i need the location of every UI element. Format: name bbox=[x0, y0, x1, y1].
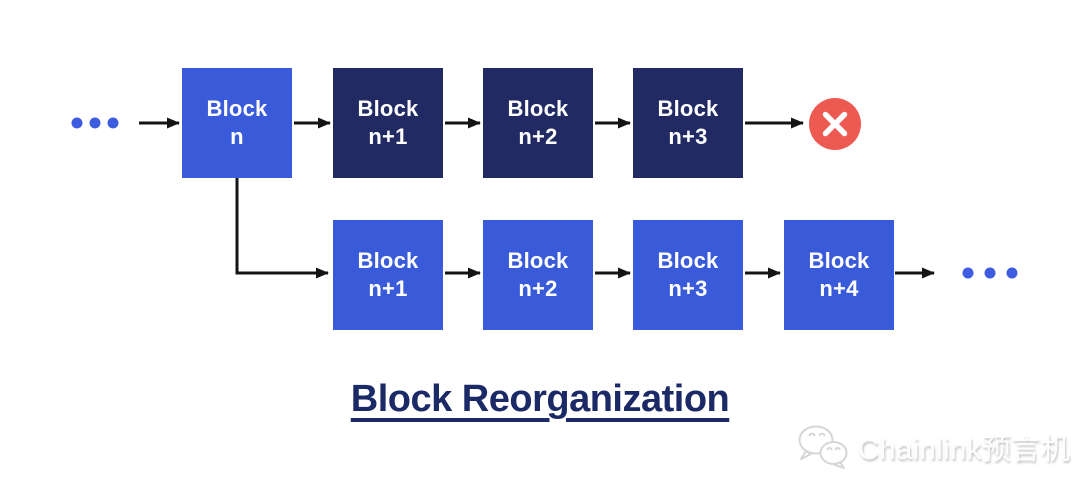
block-n4-canonical: Block n+4 bbox=[784, 220, 894, 330]
watermark-text: Chainlink预言机 bbox=[858, 434, 1071, 466]
block-n: Block n bbox=[182, 68, 292, 178]
diagram-title: Block Reorganization bbox=[350, 378, 730, 420]
block-n3-orphaned: Block n+3 bbox=[633, 68, 743, 178]
block-n1-orphaned: Block n+1 bbox=[333, 68, 443, 178]
block-n3-canonical: Block n+3 bbox=[633, 220, 743, 330]
watermark: Chainlink预言机 bbox=[795, 424, 1070, 470]
ellipsis-icon bbox=[962, 267, 1018, 279]
wechat-icon bbox=[798, 425, 848, 469]
block-n2-orphaned: Block n+2 bbox=[483, 68, 593, 178]
x-circle-icon bbox=[809, 98, 861, 150]
ellipsis-icon bbox=[71, 117, 119, 129]
block-n1-canonical: Block n+1 bbox=[333, 220, 443, 330]
reorg-elbow-connector bbox=[235, 178, 329, 279]
block-n2-canonical: Block n+2 bbox=[483, 220, 593, 330]
